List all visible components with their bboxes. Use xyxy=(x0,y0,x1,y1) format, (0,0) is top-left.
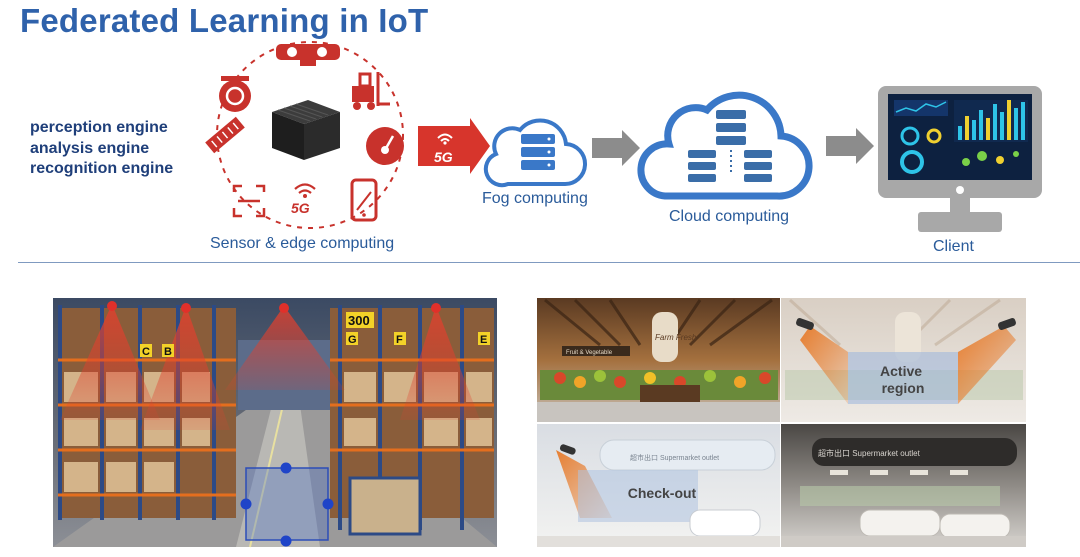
sensor-edge-caption: Sensor & edge computing xyxy=(210,235,395,252)
gauge-icon xyxy=(366,127,404,165)
sensor-cones xyxy=(60,301,480,430)
engine-recognition: recognition engine xyxy=(30,160,174,177)
fruit-veg-sign: Fruit & Vegetable xyxy=(566,350,613,356)
rack-letter-g: G xyxy=(348,334,357,346)
fiveg-arrow: 5G xyxy=(418,118,490,174)
checkout-label: Check-out xyxy=(628,485,697,501)
outlet-sign: 超市出口 Supermarket outlet xyxy=(818,448,921,458)
farm-fresh-sign: Farm Fresh xyxy=(655,333,697,342)
wifi-5g-icon: 5G xyxy=(291,183,316,216)
cloud-caption: Cloud computing xyxy=(669,208,790,225)
memory-module-icon xyxy=(205,116,245,154)
store-checkout-photo: 超市出口 Supermarket outlet Check-out xyxy=(537,424,780,547)
fiveg-ring-label: 5G xyxy=(291,200,310,216)
rack-letter-e: E xyxy=(480,334,487,346)
fiveg-arrow-label: 5G xyxy=(434,149,453,165)
phone-icon xyxy=(350,178,378,222)
engine-list: perception engine analysis engine recogn… xyxy=(30,118,173,180)
forklift-icon xyxy=(352,72,390,110)
webcam-icon xyxy=(219,76,251,112)
section-divider xyxy=(18,262,1080,263)
outlet-sign-faded: 超市出口 Supermarket outlet xyxy=(630,453,719,462)
rack-letter-b: B xyxy=(164,346,172,358)
warehouse-photo: 300 C B G F E xyxy=(53,298,497,548)
warehouse-number-sign: 300 xyxy=(348,313,370,328)
client-caption: Client xyxy=(933,238,974,255)
engine-analysis: analysis engine xyxy=(30,139,150,157)
engine-perception: perception engine xyxy=(30,119,168,136)
detection-region xyxy=(240,462,334,547)
store-produce-photo: Farm Fresh Fruit & Vegetable xyxy=(537,298,780,422)
store-outlet-photo: 超市出口 Supermarket outlet xyxy=(781,424,1026,547)
store-active-region-photo: Active region xyxy=(781,298,1026,422)
fog-cloud-icon xyxy=(483,118,588,188)
client-monitor-icon xyxy=(878,86,1042,232)
page-title: Federated Learning in IoT xyxy=(20,2,429,39)
dashboard-charts xyxy=(894,100,1028,174)
flow-arrow-cloud-client xyxy=(826,128,874,164)
fog-caption: Fog computing xyxy=(482,190,588,207)
rack-letter-f: F xyxy=(396,334,403,346)
cloud-computing-icon xyxy=(637,91,813,200)
security-camera-icon xyxy=(796,318,1016,330)
sensor-ring xyxy=(216,41,404,229)
rack-letter-c: C xyxy=(142,346,150,358)
scan-icon xyxy=(232,184,266,218)
active-region-label: Active region xyxy=(880,363,926,396)
camera-icon xyxy=(276,44,340,66)
edge-computer-icon xyxy=(272,100,340,160)
flow-arrow-fog-cloud xyxy=(592,130,640,166)
supermarket-photos: Farm Fresh Fruit & Vegetable xyxy=(537,298,1026,547)
